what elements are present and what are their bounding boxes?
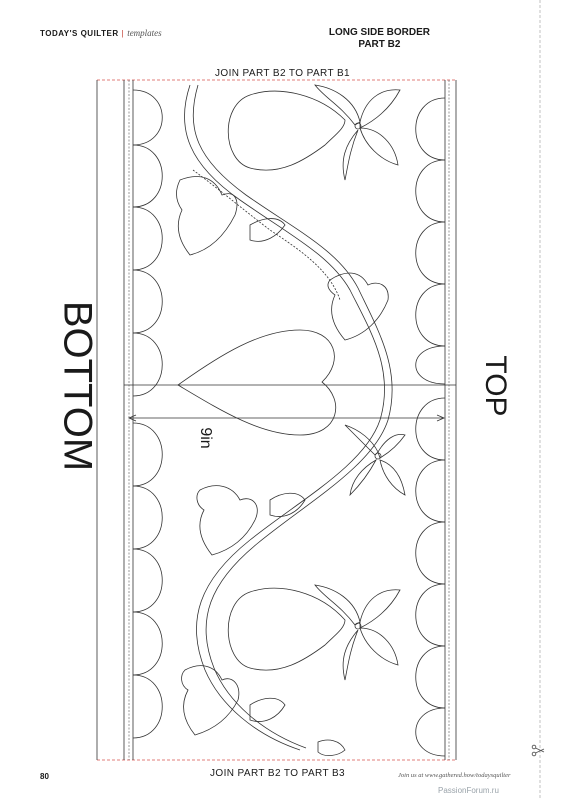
footer-note: Join us at www.gathered.how/todaysquilte… (398, 772, 511, 779)
border-guide-lines (96, 80, 457, 760)
left-scallop-border (132, 89, 163, 739)
page-number: 80 (40, 772, 49, 781)
heart-motif (177, 329, 337, 436)
brand-name: TODAY'S QUILTER (40, 29, 119, 38)
page-title-line-1: LONG SIDE BORDER (328, 27, 430, 38)
join-instruction-bottom: JOIN PART B2 TO PART B3 (210, 768, 345, 779)
page-title-line-2: PART B2 (358, 39, 401, 50)
flower-motif-top (314, 84, 401, 181)
join-instruction-top: JOIN PART B2 TO PART B1 (215, 68, 350, 79)
pear-motif-bottom (227, 587, 346, 671)
page-title: LONG SIDE BORDER PART B2 (329, 27, 430, 51)
top-edge-label: TOP (479, 355, 512, 416)
flower-motif-middle (344, 424, 406, 497)
measurement-lines (124, 384, 456, 422)
watermark-text: PassionForum.ru (438, 786, 499, 795)
flower-motif-bottom (314, 584, 401, 681)
section-name: templates (127, 28, 162, 38)
pear-motif-top (227, 90, 346, 171)
right-scallop-border (415, 97, 446, 757)
measurement-label: 9in (197, 427, 214, 448)
scissors-icon (531, 744, 545, 757)
seam-allowance-lines (128, 80, 450, 760)
bottom-edge-label: BOTTOM (55, 301, 99, 471)
brand-header: TODAY'S QUILTER|templates (40, 28, 162, 38)
brand-separator: | (121, 29, 125, 38)
leaf-motifs (176, 176, 389, 756)
